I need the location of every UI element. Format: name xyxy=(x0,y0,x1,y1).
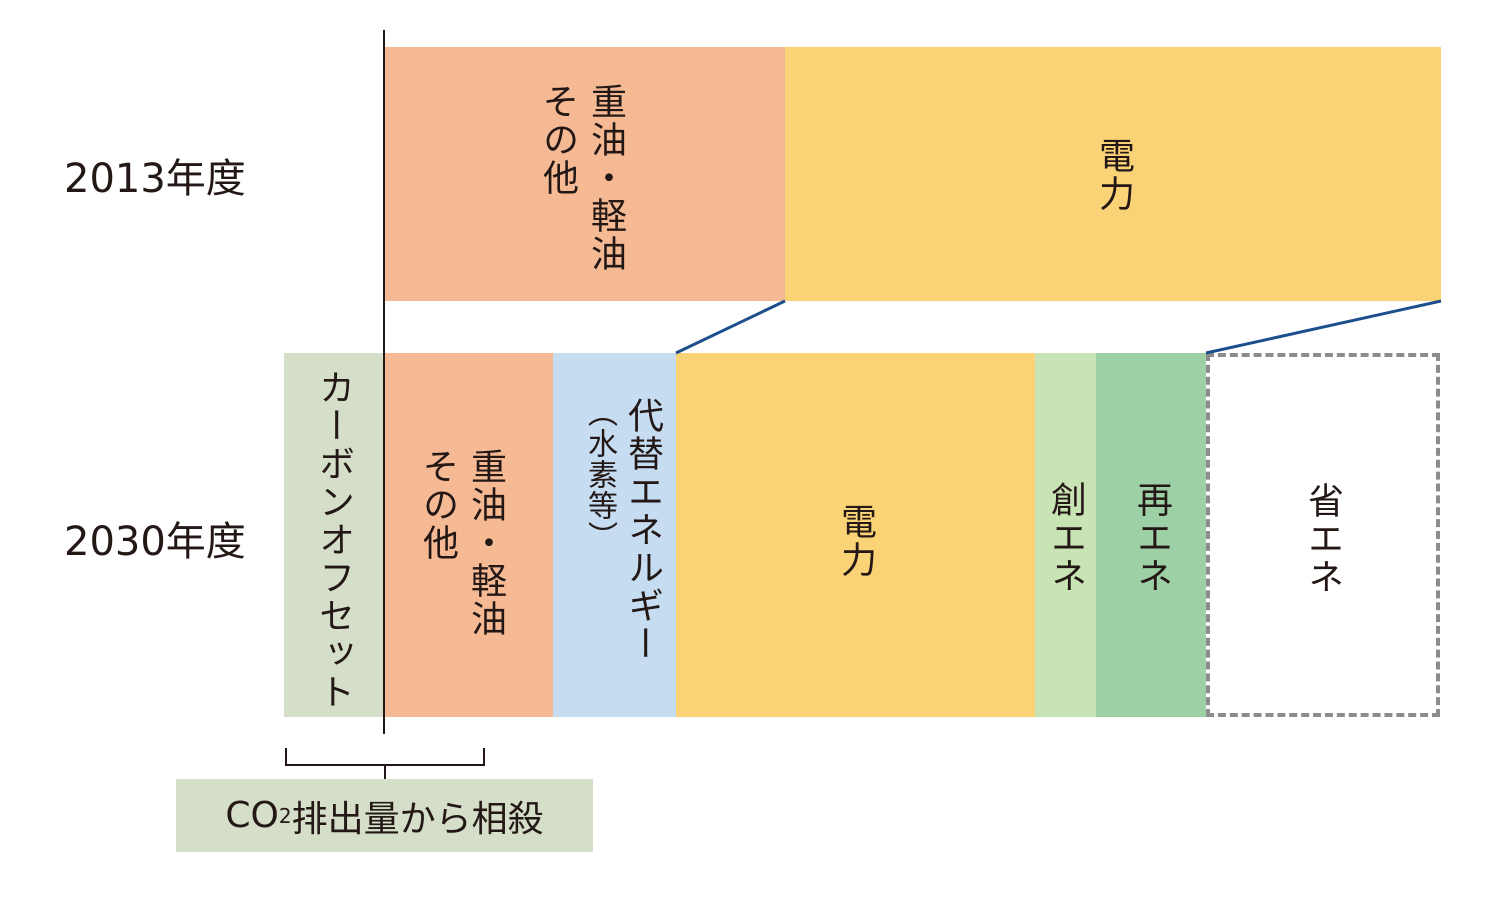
bar-2030-alt-energy: 代替エネルギー （水素等） xyxy=(553,353,676,717)
bar-2030-energy-saving: 省エネ xyxy=(1206,353,1440,717)
label-2030-electricity: 電力 xyxy=(835,503,876,579)
bar-2030-renewable: 再エネ xyxy=(1096,353,1206,717)
caption-text: 排出量から相殺 xyxy=(291,798,544,840)
label-2030-renewable: 再エネ xyxy=(1131,481,1172,595)
label-2030-oil-line1: 重油・軽油 xyxy=(465,448,506,638)
bar-2013-electricity: 電力 xyxy=(785,47,1441,301)
offset-bracket xyxy=(285,748,485,779)
label-2030-energy-saving: 省エネ xyxy=(1302,482,1343,596)
label-2030-alt-energy-line1: 代替エネルギー xyxy=(622,397,663,663)
label-2030-alt-energy-line2: （水素等） xyxy=(582,397,617,552)
label-2030-energy-creation: 創エネ xyxy=(1045,481,1086,595)
bar-2030-carbon-offset: カーボンオフセット xyxy=(284,353,384,717)
bar-2030-electricity: 電力 xyxy=(676,353,1035,717)
label-2013-electricity: 電力 xyxy=(1093,137,1134,213)
label-2013-oil-line1: 重油・軽油 xyxy=(585,83,626,273)
label-2030-oil-line2: その他 xyxy=(417,448,458,562)
label-2013-oil-line2: その他 xyxy=(537,83,578,197)
bar-2030-energy-creation: 創エネ xyxy=(1035,353,1096,717)
connector-line-left xyxy=(675,299,786,355)
connector-line-right xyxy=(1205,299,1442,355)
caption-subscript: 2 xyxy=(278,803,292,828)
bar-2013-oil-other: 重油・軽油 その他 xyxy=(384,47,785,301)
bar-2030-oil-other: 重油・軽油 その他 xyxy=(384,353,553,717)
label-2030-carbon-offset: カーボンオフセット xyxy=(313,369,354,711)
caption-co: CO xyxy=(225,795,279,836)
row-label-2030: 2030年度 xyxy=(64,519,246,565)
row-label-2013: 2013年度 xyxy=(64,156,246,202)
